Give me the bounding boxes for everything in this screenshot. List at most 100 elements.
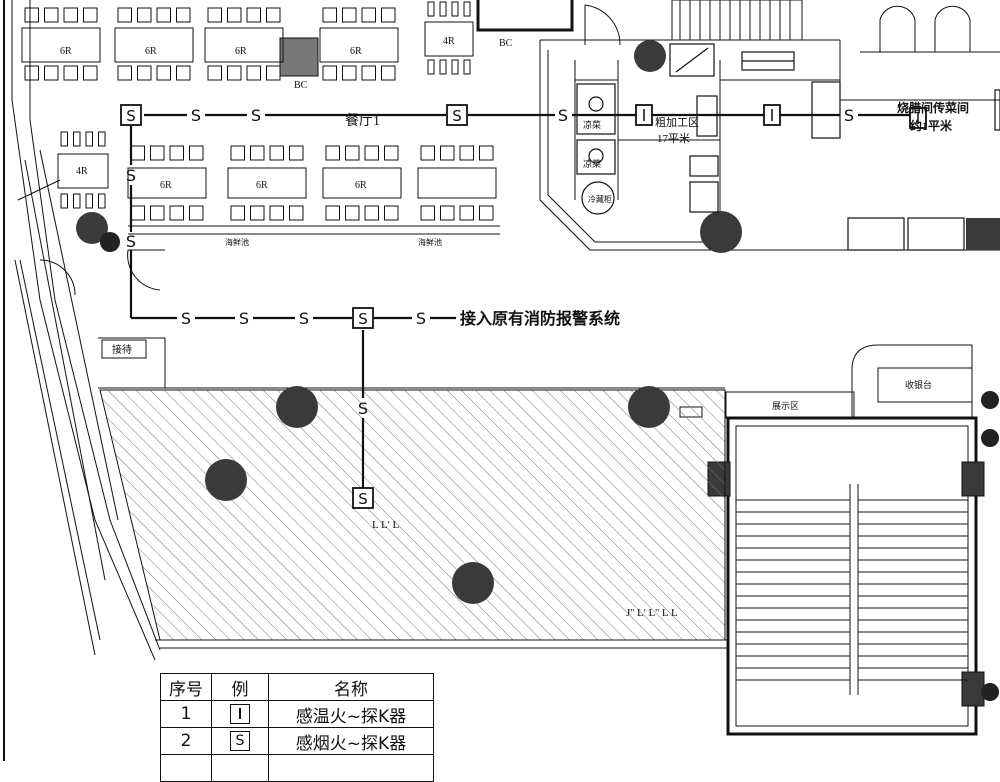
chair	[439, 59, 447, 75]
chair	[169, 145, 184, 161]
smoke-detector: S	[352, 307, 374, 329]
chair	[246, 65, 261, 81]
chair	[230, 145, 245, 161]
table	[114, 27, 194, 63]
chair	[156, 7, 171, 23]
chair	[250, 205, 265, 221]
chair	[60, 193, 68, 209]
chair	[176, 7, 191, 23]
kitchen-equipment	[576, 43, 1000, 251]
wire-marker-s: S	[558, 106, 568, 125]
heat-detector	[909, 107, 927, 129]
table	[227, 167, 307, 199]
room-labels: 6R 6R 6R 6R 4R BC BC 4R 6R 6R 6R 餐厅1 凉菜 …	[60, 36, 969, 619]
chair	[250, 145, 265, 161]
table-label: 6R	[60, 46, 72, 57]
column-square	[279, 37, 319, 77]
fire-alarm-wiring	[129, 113, 915, 488]
chair	[361, 7, 376, 23]
room-label: 凉菜	[583, 158, 601, 169]
chair	[322, 65, 337, 81]
table-label: 6R	[350, 46, 362, 57]
table	[204, 27, 284, 63]
chair	[440, 145, 455, 161]
legend-header-name: 名称	[268, 673, 434, 701]
chair	[381, 7, 396, 23]
chair	[364, 205, 379, 221]
table-label: BC	[294, 80, 308, 91]
chair	[117, 7, 132, 23]
wire-marker-s: S	[126, 166, 136, 185]
chair	[289, 205, 304, 221]
chair	[266, 7, 281, 23]
chair	[150, 145, 165, 161]
chair	[246, 7, 261, 23]
columns	[76, 40, 742, 604]
chair	[427, 1, 435, 17]
chair	[156, 65, 171, 81]
chair	[459, 145, 474, 161]
chair	[463, 1, 471, 17]
room-label: 粗加工区	[655, 116, 699, 129]
legend-row-partial	[160, 754, 434, 782]
legend-row-name: 感烟火~探K器	[268, 727, 434, 755]
chair	[85, 131, 93, 147]
chair	[130, 145, 145, 161]
hatch-annotation: L L' L	[372, 519, 400, 531]
wire-marker-s: S	[239, 309, 249, 328]
chair	[427, 59, 435, 75]
chair	[479, 145, 494, 161]
chair	[420, 205, 435, 221]
wire-marker-s: S	[251, 106, 261, 125]
wire-marker-s: S	[126, 232, 136, 251]
table	[322, 167, 402, 199]
reception-label: 接待	[112, 343, 132, 356]
legend-table: 序号 例 名称 1 感温火~探K器 2 S 感烟火~探K器	[160, 673, 434, 782]
walls	[3, 0, 1000, 761]
svg-text:S: S	[126, 107, 136, 125]
wire-marker-s: S	[358, 399, 368, 418]
table	[319, 27, 399, 63]
column-square-right	[966, 218, 1000, 250]
svg-text:S: S	[358, 310, 368, 328]
chair	[63, 7, 78, 23]
legend-row-no: 1	[160, 700, 212, 728]
chair	[83, 65, 98, 81]
fire-alarm-link-label: 接入原有消防报警系统	[460, 309, 620, 328]
svg-text:S: S	[452, 107, 462, 125]
chair	[150, 205, 165, 221]
room-label: 凉菜	[583, 119, 601, 130]
smoke-detector-icon: S	[230, 731, 250, 751]
wire-marker-s: S	[844, 106, 854, 125]
heat-detector	[635, 104, 653, 126]
equipment-label: 冷藏柜	[588, 194, 612, 204]
reception-box	[101, 339, 147, 359]
chair	[384, 205, 399, 221]
chair	[345, 205, 360, 221]
heat-detectors	[635, 104, 927, 129]
table-label: 4R	[76, 166, 88, 177]
table	[127, 167, 207, 199]
table	[21, 27, 101, 63]
table-label: 6R	[145, 46, 157, 57]
chair	[269, 145, 284, 161]
legend-header-no: 序号	[160, 673, 212, 701]
svg-text:S: S	[358, 490, 368, 508]
table-label: 4R	[443, 36, 455, 47]
area-label: 海鲜池	[418, 237, 442, 247]
chair	[24, 7, 39, 23]
chair	[361, 65, 376, 81]
chair	[137, 7, 152, 23]
legend-row-name: 感温火~探K器	[268, 700, 434, 728]
chair	[345, 145, 360, 161]
chair	[189, 205, 204, 221]
legend-row: 2 S 感烟火~探K器	[160, 727, 434, 755]
chair	[289, 145, 304, 161]
chair	[207, 7, 222, 23]
chair	[60, 131, 68, 147]
hatch-annotation: J'' L' L'' L L	[626, 607, 678, 619]
chair	[463, 59, 471, 75]
chair	[85, 193, 93, 209]
chair	[169, 205, 184, 221]
